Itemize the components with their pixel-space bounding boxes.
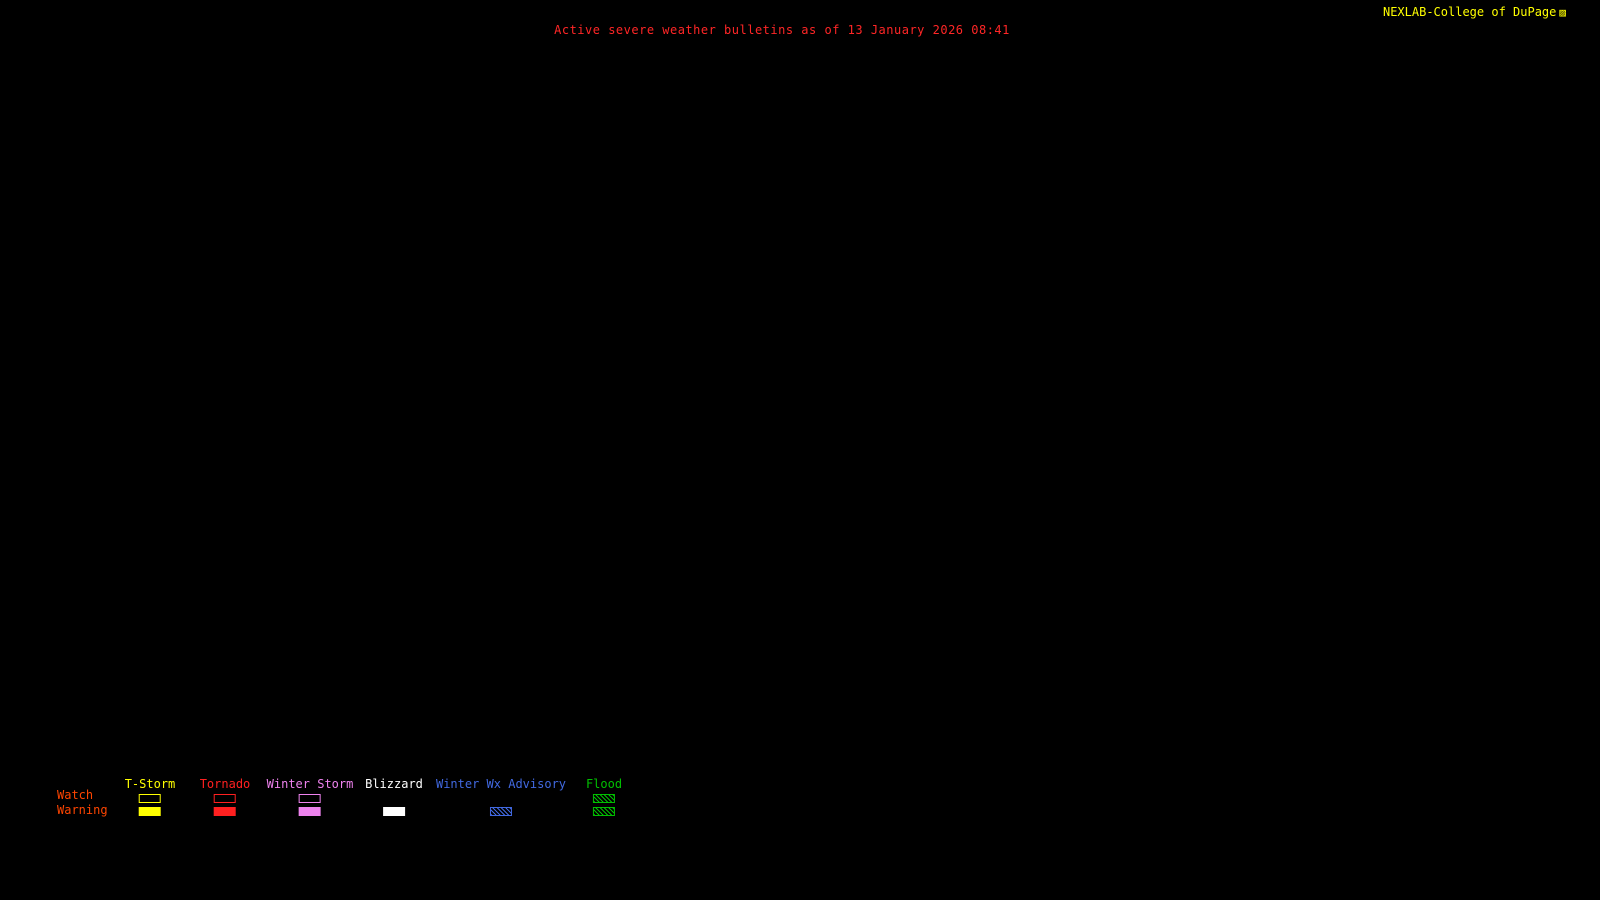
brand-label: NEXLAB-College of DuPage [1382, 5, 1557, 19]
bulletin-title: Active severe weather bulletins as of 13… [554, 23, 1010, 37]
brand: NEXLAB-College of DuPage ▨ [1383, 5, 1566, 19]
brand-glyph-icon: ▨ [1559, 5, 1566, 19]
